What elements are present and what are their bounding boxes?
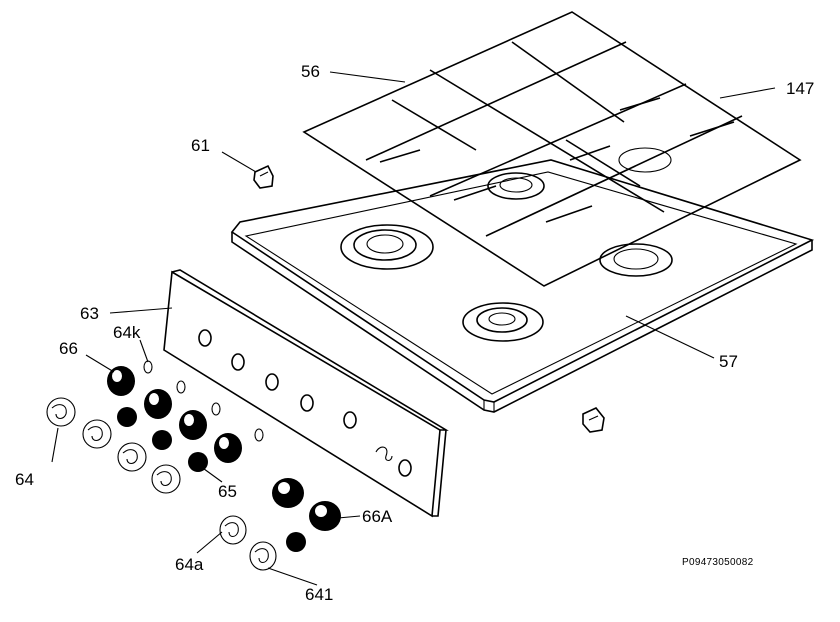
drawing-code: P09473050082 <box>682 557 754 568</box>
burner-front-left <box>340 224 434 270</box>
callout-56: 56 <box>301 62 320 81</box>
control-knobs-66 <box>107 366 242 463</box>
oven-knobs-66A <box>272 478 341 552</box>
burner-back-right <box>618 147 672 173</box>
pan-support-grid <box>302 11 802 287</box>
callout-147: 147 <box>786 79 814 98</box>
callout-64: 64 <box>15 470 34 489</box>
callout-63: 63 <box>80 304 99 323</box>
leader-lines <box>51 71 776 586</box>
callout-641: 641 <box>305 585 333 604</box>
hob-top-plate <box>230 159 815 413</box>
burner-back-center <box>487 172 545 200</box>
spring-clip-lower <box>582 407 605 433</box>
burner-right <box>599 243 673 277</box>
burner-front-center <box>462 302 544 342</box>
oven-knob-springs <box>219 515 277 571</box>
callout-61: 61 <box>191 136 210 155</box>
callout-64a: 64a <box>175 555 204 574</box>
callout-65: 65 <box>218 482 237 501</box>
knob-springs-64 <box>46 397 181 494</box>
callout-66: 66 <box>59 339 78 358</box>
callout-57: 57 <box>719 352 738 371</box>
knob-spacers-65 <box>117 407 208 472</box>
callout-64k: 64k <box>113 323 141 342</box>
callout-66A: 66A <box>362 507 393 526</box>
spring-clip-61 <box>253 164 274 189</box>
control-panel-63 <box>163 269 449 518</box>
